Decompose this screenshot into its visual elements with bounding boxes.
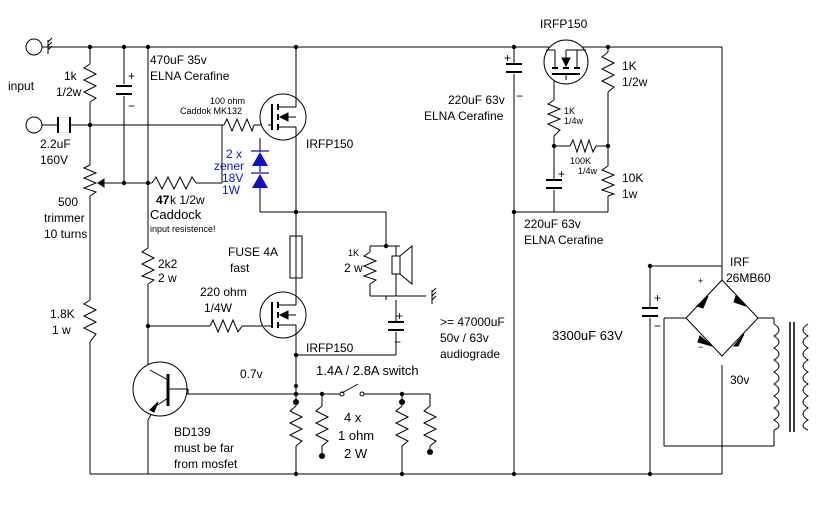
labels: input 1k 1/2w 2.2uF 160V 500 trimmer 10 … xyxy=(8,17,771,471)
c470-label-2: ELNA Cerafine xyxy=(150,69,230,83)
v30-label: 30v xyxy=(730,373,749,387)
zener-label-4: 1W xyxy=(222,183,241,197)
bd139-label-3: from mosfet xyxy=(174,457,238,471)
c470-label: 470uF 35v xyxy=(150,53,207,67)
trimmer-label: 500 xyxy=(58,195,78,209)
r2k2-w: 2 w xyxy=(158,271,177,285)
svg-text:+: + xyxy=(128,69,135,83)
svg-text:−: − xyxy=(654,319,661,333)
r1k-spk-w: 2 w xyxy=(344,261,363,275)
r4x-label: 4 x xyxy=(344,410,362,425)
zener-label-3: 18V xyxy=(222,171,243,185)
r18k-label: 1.8K xyxy=(50,307,75,321)
svg-text:+: + xyxy=(558,167,565,181)
fuse-label: FUSE 4A xyxy=(228,245,278,259)
r-input-w: 1/2w xyxy=(56,85,82,99)
switch-label: 1.4A / 2.8A switch xyxy=(316,363,419,378)
input-terminals xyxy=(25,37,53,134)
c220-bot-label: 220uF 63v xyxy=(524,217,581,231)
svg-text:−: − xyxy=(394,335,401,349)
v07-label: 0.7v xyxy=(240,367,263,381)
c220-bot-label-2: ELNA Cerafine xyxy=(524,233,604,247)
svg-text:+: + xyxy=(396,309,403,323)
capacitors xyxy=(57,63,658,331)
transformer xyxy=(773,322,809,432)
trimmer-label-3: 10 turns xyxy=(44,227,87,241)
r10k-label: 10K xyxy=(622,171,643,185)
r1k-top-w: 1/2w xyxy=(622,75,648,89)
c3300-label: 3300uF 63V xyxy=(552,328,623,343)
r-input-label: 1k xyxy=(64,69,78,83)
r1k-small-label: 1K xyxy=(564,106,575,116)
r4x-label-3: 2 W xyxy=(344,446,368,461)
r18k-w: 1 w xyxy=(52,323,71,337)
r100k-label: 100K xyxy=(570,156,591,166)
r100-label: 100 ohm xyxy=(210,96,245,106)
zener-label-1: 2 x xyxy=(226,147,242,161)
bridge-label-2: 26MB60 xyxy=(726,271,771,285)
speaker-icon xyxy=(386,244,413,296)
bd139-label-2: must be far xyxy=(174,441,234,455)
svg-text:−: − xyxy=(128,99,135,113)
bridge-rectifier xyxy=(685,279,759,357)
ground-icon-speaker xyxy=(431,287,437,304)
svg-text:+: + xyxy=(504,51,511,65)
bjt-bd139 xyxy=(132,361,189,417)
resistors xyxy=(82,51,616,447)
r47-label-a: 47 xyxy=(156,193,170,207)
zener-diodes xyxy=(251,148,269,196)
c-input-label: 2.2uF xyxy=(40,137,71,151)
fuse-label-2: fast xyxy=(230,261,250,275)
c220-top-label-2: ELNA Cerafine xyxy=(424,109,504,123)
r220-w: 1/4W xyxy=(204,301,233,315)
mosfet-q1 xyxy=(259,93,307,141)
mosfet-q3 xyxy=(543,39,589,85)
caddock-label: Caddock xyxy=(150,207,202,222)
r10k-w: 1w xyxy=(622,187,638,201)
c220-top-label: 220uF 63v xyxy=(448,93,505,107)
svg-text:−: − xyxy=(516,89,523,103)
wiring xyxy=(42,46,775,475)
svg-text:+: + xyxy=(698,276,703,286)
bridge-label: IRF xyxy=(730,255,749,269)
input-label: input xyxy=(8,79,35,93)
q3-label: IRFP150 xyxy=(540,17,588,31)
r220-label: 220 ohm xyxy=(200,285,247,299)
c47000-label-3: audiograde xyxy=(440,347,500,361)
r100k-w: 1/4w xyxy=(578,166,598,176)
zener-label-2: zener xyxy=(214,159,244,173)
r100-label-2: Caddok MK132 xyxy=(180,106,242,116)
r1k-small-w: 1/4w xyxy=(564,116,584,126)
c47000-label-2: 50v / 63v xyxy=(440,331,489,345)
svg-text:−: − xyxy=(698,342,703,352)
trimmer-label-2: trimmer xyxy=(44,211,85,225)
c47000-label: >= 47000uF xyxy=(440,315,505,329)
mosfet-q2 xyxy=(259,291,307,339)
svg-text:+: + xyxy=(654,291,661,305)
r1k-top-label: 1K xyxy=(622,59,637,73)
c-input-v: 160V xyxy=(40,153,68,167)
r47-label-b: k 1/2w xyxy=(170,193,205,207)
junctions xyxy=(87,44,653,477)
r1k-spk-label: 1K xyxy=(348,248,359,258)
switch xyxy=(339,383,365,397)
input-res-label: input resistence! xyxy=(150,224,216,234)
bd139-label: BD139 xyxy=(174,425,211,439)
q2-label: IRFP150 xyxy=(306,341,354,355)
r2k2-label: 2k2 xyxy=(158,257,178,271)
r4x-label-2: 1 ohm xyxy=(338,428,374,443)
q1-label: IRFP150 xyxy=(306,137,354,151)
fuse xyxy=(289,235,303,279)
polarity-marks: + − + − + − + + − + − xyxy=(128,51,703,352)
